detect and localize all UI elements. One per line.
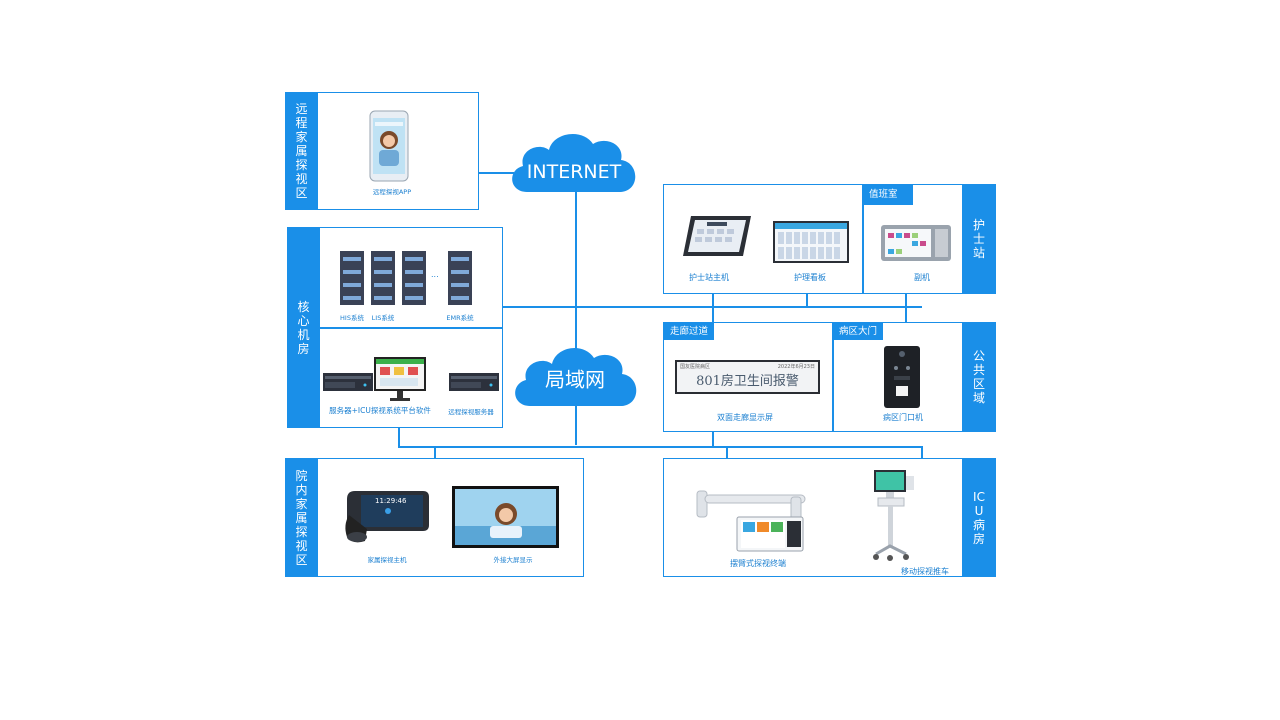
phone-app-image: [369, 110, 409, 182]
rack-server-icon: [323, 373, 373, 391]
duty-room-tag: 值班室: [863, 185, 913, 205]
nursing-board-image: [773, 221, 849, 263]
remote-visit-side-label: 远程家属探视区: [285, 92, 318, 210]
visit-host-label: 家属探视主机: [367, 556, 407, 564]
sub-host-device-image: [881, 225, 951, 261]
external-screen-label: 外接大屏显示: [493, 556, 533, 564]
drop-nurse-host: [712, 293, 714, 307]
drop-visit-left: [434, 446, 436, 460]
trunk-internet-lan: [575, 190, 577, 445]
drop-public: [712, 430, 714, 447]
public-divider: [832, 322, 834, 432]
swing-arm-label: 摆臂式探视终端: [730, 559, 786, 568]
server-tower-icon: [448, 251, 472, 305]
door-unit-label: 病区门口机: [883, 413, 923, 422]
server-label-his: HIS系统: [340, 314, 364, 322]
internet-cloud: [512, 133, 636, 192]
server-platform-label: 服务器+ICU探视系统平台软件: [329, 406, 431, 415]
display-top-right: 2022年6月23日: [777, 364, 815, 370]
corridor-display-label: 双面走廊显示屏: [717, 413, 773, 422]
visit-host-time: 11:29:46: [375, 497, 407, 505]
display-top-left: 国友医院病区: [680, 364, 711, 370]
icu-panel: [663, 458, 996, 577]
rack-server-icon: [449, 373, 499, 391]
nurse-host-device-image: [683, 216, 751, 256]
nurse-station-side-label: 护士站: [962, 184, 996, 294]
drop-core-left: [398, 426, 400, 447]
visit-host-terminal-image: [345, 491, 429, 543]
server-tower-icon: [371, 251, 395, 305]
drop-icu-right: [921, 446, 923, 460]
drop-nurse-board: [806, 293, 808, 307]
nurse-duty-divider: [862, 184, 864, 294]
server-ellipsis: ...: [431, 270, 439, 279]
remote-app-label: 远程探视APP: [372, 188, 412, 196]
icu-side-label: ICU病房: [962, 458, 996, 577]
core-room-divider: [320, 327, 503, 329]
lan-label: 局域网: [545, 367, 605, 392]
drop-nurse-sub: [905, 293, 907, 307]
nursing-board-label: 护理看板: [794, 273, 826, 282]
sub-host-label: 副机: [914, 273, 930, 282]
mobile-cart-label: 移动探视推车: [901, 567, 949, 576]
corridor-display: 国友医院病区 2022年6月23日 801房卫生间报警: [675, 360, 820, 394]
swing-arm-terminal-image: [696, 490, 806, 552]
monitor-icon: [374, 357, 426, 401]
mobile-cart-image: [873, 470, 914, 561]
link-remote-internet: [478, 172, 514, 174]
internet-label: INTERNET: [526, 161, 622, 183]
server-tower-icon: [402, 251, 426, 305]
drop-gate: [905, 306, 907, 324]
gate-tag: 病区大门: [833, 323, 884, 340]
display-alarm-text: 801房卫生间报警: [696, 374, 799, 389]
bus-lower: [398, 446, 922, 448]
remote-server-label: 远程探视服务器: [448, 408, 494, 416]
core-room-side-label: 核心机房: [287, 227, 320, 428]
server-tower-icon: [340, 251, 364, 305]
lan-cloud: [515, 347, 637, 406]
external-screen-image: [452, 486, 559, 548]
server-label-lis: LIS系统: [371, 314, 395, 322]
drop-corridor: [712, 306, 714, 324]
door-unit-device-image: [884, 346, 920, 408]
nurse-host-label: 护士站主机: [689, 273, 729, 282]
server-label-emr: EMR系统: [446, 314, 474, 322]
inhospital-visit-side-label: 院内家属探视区: [285, 458, 318, 577]
public-area-side-label: 公共区域: [962, 322, 996, 432]
corridor-tag: 走廊过道: [664, 323, 715, 340]
drop-icu-left: [726, 446, 728, 460]
